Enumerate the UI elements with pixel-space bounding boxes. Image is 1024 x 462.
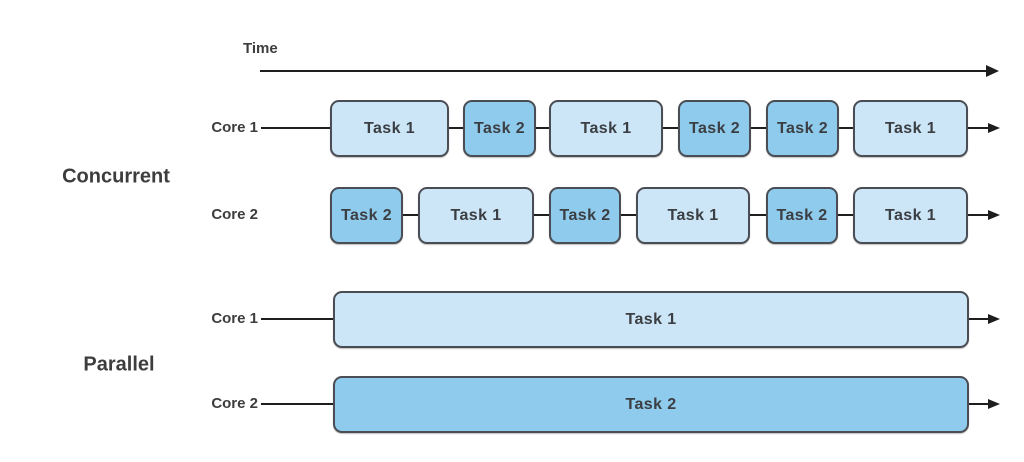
task-connector-line — [663, 127, 678, 129]
row-arrow-line — [968, 214, 988, 216]
task-box: Task 1 — [418, 187, 534, 244]
core-label: Core 1 — [211, 119, 258, 136]
task-box: Task 2 — [330, 187, 403, 244]
task-connector-line — [536, 127, 549, 129]
task-connector-line — [403, 214, 418, 216]
task-box: Task 1 — [853, 100, 968, 157]
core-label: Core 2 — [211, 206, 258, 223]
task-box: Task 2 — [678, 100, 751, 157]
leader-line — [261, 127, 330, 129]
leader-line — [261, 318, 333, 320]
section-label-parallel: Parallel — [83, 353, 155, 376]
row-arrow-line — [969, 318, 988, 320]
task-box: Task 1 — [549, 100, 663, 157]
task-box: Task 2 — [463, 100, 536, 157]
core-label: Core 1 — [211, 310, 258, 327]
task-connector-line — [449, 127, 463, 129]
task-box: Task 1 — [333, 291, 969, 348]
task-connector-line — [751, 127, 766, 129]
task-box: Task 1 — [853, 187, 968, 244]
task-connector-line — [750, 214, 766, 216]
row-arrowhead-icon — [988, 123, 1000, 133]
row-arrowhead-icon — [988, 210, 1000, 220]
task-box: Task 2 — [766, 187, 838, 244]
task-connector-line — [838, 214, 853, 216]
task-connector-line — [534, 214, 549, 216]
section-label-concurrent: Concurrent — [62, 165, 170, 188]
row-arrow-line — [968, 127, 988, 129]
task-connector-line — [839, 127, 853, 129]
time-axis-label: Time — [243, 40, 278, 57]
task-box: Task 1 — [330, 100, 449, 157]
row-arrowhead-icon — [988, 399, 1000, 409]
task-connector-line — [621, 214, 636, 216]
task-box: Task 2 — [766, 100, 839, 157]
row-arrowhead-icon — [988, 314, 1000, 324]
task-box: Task 2 — [333, 376, 969, 433]
task-box: Task 2 — [549, 187, 621, 244]
task-box: Task 1 — [636, 187, 750, 244]
time-axis-line — [260, 70, 987, 72]
row-arrow-line — [969, 403, 988, 405]
time-axis-arrowhead-icon — [986, 65, 999, 77]
core-label: Core 2 — [211, 395, 258, 412]
leader-line — [261, 403, 333, 405]
